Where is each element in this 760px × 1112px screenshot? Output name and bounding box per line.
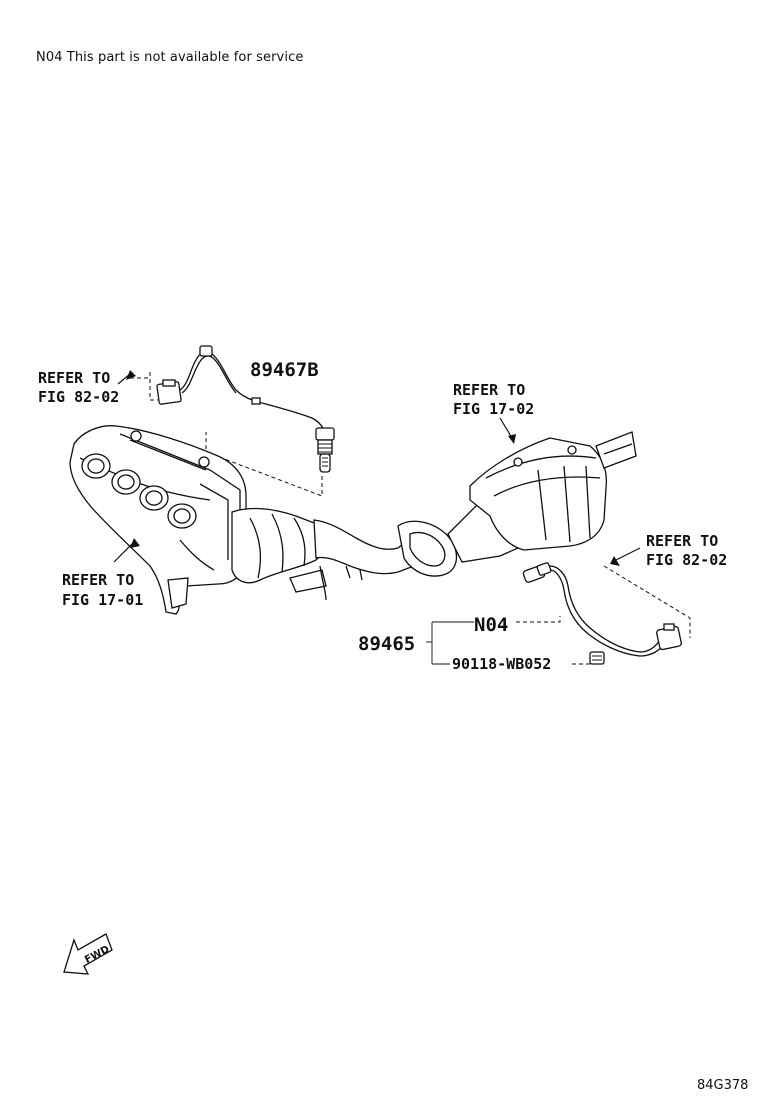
refer-fig-17-01-line1: REFER TO (62, 571, 134, 589)
part-number-n04[interactable]: N04 (474, 614, 508, 636)
front-exhaust-pipe (231, 507, 415, 601)
part-number-90118-wb052[interactable]: 90118-WB052 (452, 655, 551, 673)
refer-fig-17-02-line1: REFER TO (453, 381, 525, 399)
part-number-89467b[interactable]: 89467B (250, 359, 319, 381)
refer-fig-82-02-right-line2: FIG 82-02 (646, 551, 727, 569)
oxygen-sensor-downstream[interactable] (522, 562, 682, 665)
refer-fig-82-02-left-line1: REFER TO (38, 369, 110, 387)
exhaust-manifold (69, 425, 247, 615)
figure-code: 84G378 (697, 1078, 749, 1093)
part-number-89465[interactable]: 89465 (358, 633, 415, 655)
catalytic-converter (447, 431, 637, 563)
service-note: N04 This part is not available for servi… (36, 50, 304, 65)
refer-fig-82-02-left-line2: FIG 82-02 (38, 388, 119, 406)
refer-fig-17-01-line2: FIG 17-01 (62, 591, 143, 609)
oxygen-sensor-upstream[interactable] (156, 345, 335, 473)
refer-fig-17-02-line2: FIG 17-02 (453, 400, 534, 418)
forward-arrow-icon: FWD (63, 933, 113, 975)
refer-fig-82-02-right-line1: REFER TO (646, 532, 718, 550)
